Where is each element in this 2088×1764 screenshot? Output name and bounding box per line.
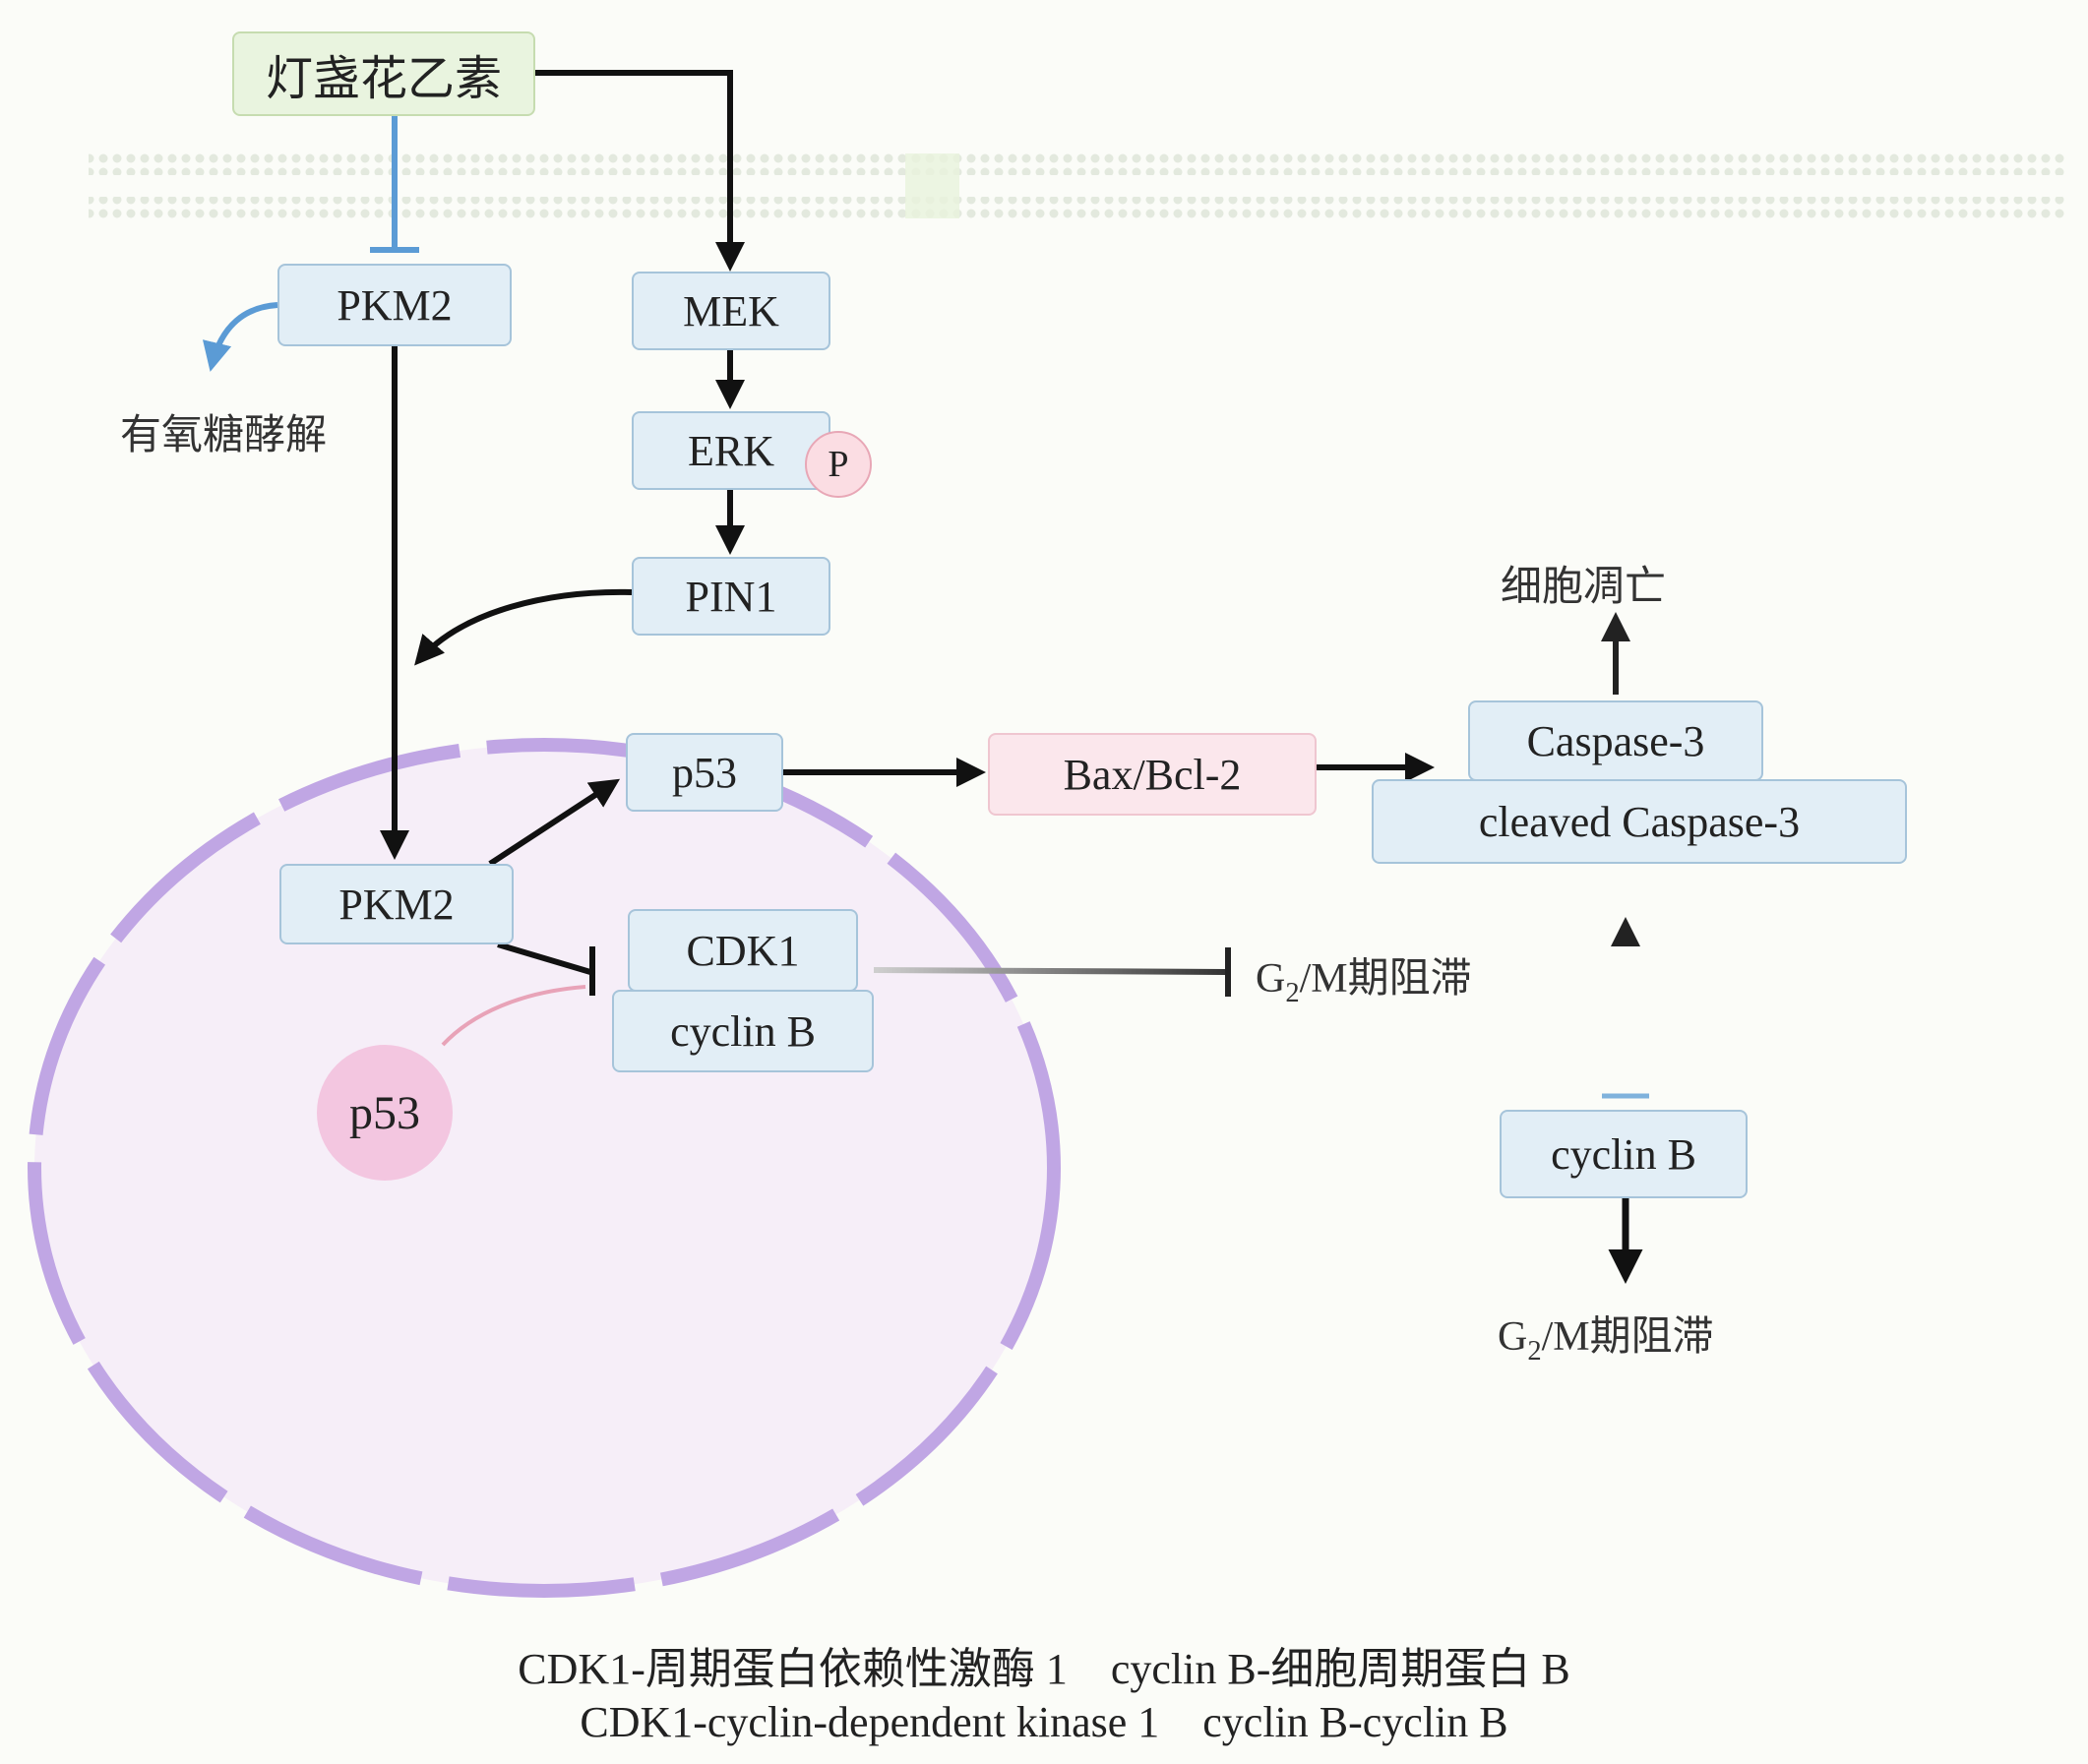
nucleus-membrane — [28, 738, 1061, 1598]
caption-line-chinese: CDK1-周期蛋白依赖性激酶 1 cyclin B-细胞周期蛋白 B — [518, 1645, 1570, 1693]
g2m-arrest-label-2: G2/M期阻滞 — [1498, 1314, 1714, 1367]
p53-nuclear-node: p53 — [626, 733, 783, 812]
pkm2-cytoplasm-node: PKM2 — [277, 264, 512, 346]
cell-membrane — [89, 153, 2066, 218]
apoptosis-label: 细胞凋亡 — [1501, 565, 1667, 610]
inhibit-drug-pkm2 — [370, 116, 419, 253]
pkm2-nuclear-node: PKM2 — [279, 864, 514, 944]
phosphorylation-badge: P — [805, 431, 872, 498]
caption-line-english: CDK1-cyclin-dependent kinase 1 cyclin B-… — [580, 1698, 1508, 1746]
cleaved-caspase3-node: cleaved Caspase-3 — [1372, 779, 1907, 864]
p53-circle: p53 — [317, 1045, 453, 1181]
arrow-pkm2-glycolysis — [202, 302, 278, 372]
erk-node: ERK — [632, 411, 830, 490]
caspase3-node: Caspase-3 — [1468, 700, 1763, 781]
inhibit-pkm2-cdk1 — [497, 942, 595, 996]
arrow-pkm2-p53 — [488, 778, 621, 867]
p53-circle-link — [441, 985, 586, 1047]
cyclin-b-right-node: cyclin B — [1500, 1110, 1748, 1198]
drug-node-scutellarin: 灯盏花乙素 — [232, 31, 535, 116]
cdk1-node: CDK1 — [628, 909, 858, 992]
aerobic-glycolysis-label: 有氧糖酵解 — [120, 413, 328, 458]
inhibit-cdk1-g2m — [873, 947, 1231, 997]
pin1-node: PIN1 — [632, 557, 830, 636]
mek-node: MEK — [632, 272, 830, 350]
inhibit-cyclinb-caspase — [1602, 917, 1649, 1099]
arrow-drug-mek — [535, 70, 745, 272]
arrow-pin1-nucleus — [414, 588, 633, 666]
bax-bcl2-node: Bax/Bcl-2 — [988, 733, 1317, 816]
cyclin-b-nuclear-node: cyclin B — [612, 990, 874, 1072]
g2m-arrest-label-1: G2/M期阻滞 — [1256, 956, 1472, 1008]
